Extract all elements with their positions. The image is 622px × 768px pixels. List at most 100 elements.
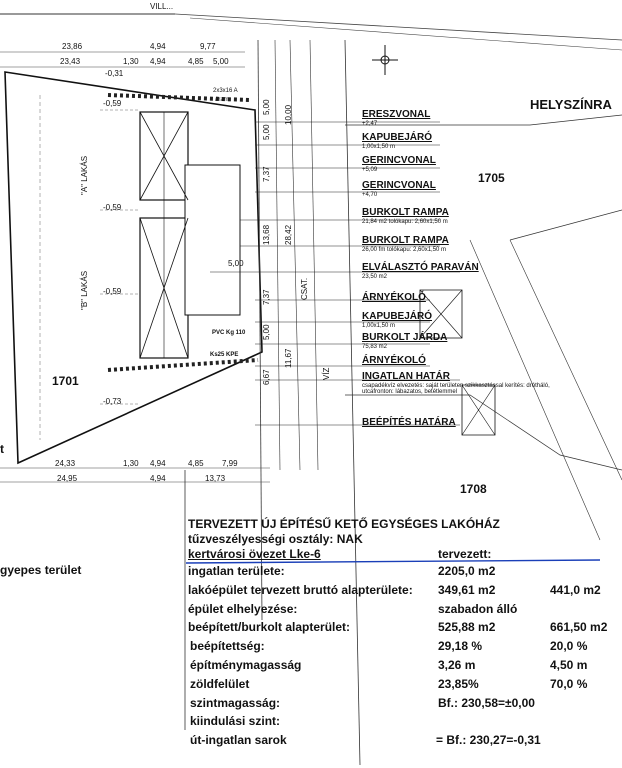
legend-item: GERINCVONAL+5,09 <box>362 155 552 174</box>
legend-title: BURKOLT RAMPA <box>362 235 449 246</box>
table-row-value: szabadon álló <box>438 602 518 616</box>
dim-bot-4: 4,85 <box>188 459 204 468</box>
table-row-label: út-ingatlan sarok <box>190 733 287 747</box>
dim-top-1: 23,86 <box>62 42 83 51</box>
legend-item: GERINCVONAL+4,70 <box>362 180 552 199</box>
table-row-value-max: 661,50 m2 <box>550 620 608 634</box>
col-header: tervezett: <box>438 547 492 561</box>
table-row-value: 2205,0 m2 <box>438 564 496 578</box>
table-row-value-max: 4,50 m <box>550 658 588 672</box>
table-row-label: ingatlan területe: <box>188 564 285 578</box>
dim-bot-3: 4,94 <box>150 459 166 468</box>
a-lakas-label: "A" LAKÁS <box>80 155 89 195</box>
dim-bot-2: 1,30 <box>123 459 139 468</box>
legend-sub: +4,70 <box>362 192 378 198</box>
vdim-1: 5,00 <box>262 99 271 115</box>
vdim-9: 11,67 <box>284 348 293 368</box>
table-row-label: beépítettség: <box>190 639 265 653</box>
level-3: -0,59 <box>103 203 122 212</box>
legend-title: GERINCVONAL <box>362 155 436 166</box>
legend-title: BURKOLT RAMPA <box>362 207 449 218</box>
legend-sub: +5,09 <box>362 167 378 173</box>
dim-top-4: 23,43 <box>60 57 81 66</box>
level-5: -0,73 <box>103 397 122 406</box>
legend-title: ELVÁLASZTÓ PARAVÁN <box>362 262 479 273</box>
vdim-4: 7,37 <box>262 166 271 182</box>
legend-title: GERINCVONAL <box>362 180 436 191</box>
kpe-label: Ks25 KPE <box>210 352 239 358</box>
parcel-1705: 1705 <box>478 171 505 185</box>
dim-top-5: 1,30 <box>123 57 139 66</box>
dim-bot-7: 4,94 <box>150 474 166 483</box>
level-2: -0,59 <box>103 99 122 108</box>
table-row-value: 525,88 m2 <box>438 620 496 634</box>
vdim-3: 10,00 <box>284 104 293 125</box>
parking-label: 2x3x16 A <box>213 88 238 94</box>
legend-item: BEÉPÍTÉS HATÁRA <box>362 418 456 428</box>
legend-sub: 1,00x1,50 m <box>362 144 396 150</box>
dim-five: 5,00 <box>228 259 244 268</box>
dim-top-8: 5,00 <box>213 57 229 66</box>
parking-sub: áram <box>215 97 229 103</box>
level-1: -0,31 <box>105 69 124 78</box>
legend-title: INGATLAN HATÁR <box>362 371 450 382</box>
table-title: TERVEZETT ÚJ ÉPÍTÉSŰ KETŐ EGYSÉGES LAKÓH… <box>188 517 500 531</box>
table-row-value-max: 70,0 % <box>550 677 588 691</box>
vdim-6: 28,42 <box>284 224 293 245</box>
csat-label: CSAT. <box>300 277 309 300</box>
table-row-label: építménymagasság <box>190 658 302 672</box>
legend-sub: 23,50 m2 <box>362 274 388 280</box>
parcel-1701: 1701 <box>52 374 79 388</box>
dim-bot-5: 7,99 <box>222 459 238 468</box>
legend-item: ERESZVONAL+2,47 <box>362 110 552 128</box>
legend-sub: 1,00x1,50 m <box>362 323 396 329</box>
table-row-value-max: 441,0 m2 <box>550 583 601 597</box>
vdim-2: 5,00 <box>262 124 271 140</box>
legend-sub: 21,84 m2 tolókapu: 2,60x1,50 m <box>362 219 448 225</box>
table-row-value-max: 20,0 % <box>550 639 588 653</box>
legend-item: ÁRNYÉKOLÓ <box>362 356 426 366</box>
legend-title: BEÉPÍTÉS HATÁRA <box>362 417 456 428</box>
dim-bot-1: 24,33 <box>55 459 76 468</box>
legend-title: ÁRNYÉKOLÓ <box>362 292 426 303</box>
legend-title: KAPUBEJÁRÓ <box>362 311 433 322</box>
dim-top-3: 9,77 <box>200 42 216 51</box>
fire-class: tűzveszélyességi osztály: NAK <box>188 532 363 546</box>
legend-title: ÁRNYÉKOLÓ <box>362 355 426 366</box>
legend-title: KAPUBEJÁRÓ <box>362 132 433 143</box>
legend-title: BURKOLT JÁRDA <box>362 332 448 343</box>
legend-sub: 75,83 m2 <box>362 344 388 350</box>
table-row-value: 349,61 m2 <box>438 583 496 597</box>
table-row-value: = Bf.: 230,27=-0,31 <box>436 733 541 747</box>
table-row-label: zöldfelület <box>190 677 250 691</box>
table-row-value: 29,18 % <box>438 639 483 653</box>
legend-sub: csapadékvíz elvezetés: saját területen s… <box>362 383 550 395</box>
vdim-10: 6,67 <box>262 369 271 385</box>
vdim-8: 5,00 <box>262 324 271 340</box>
legend-sub: 26,00 fm tolókapu: 2,60x1,50 m <box>362 247 447 253</box>
dim-top-7: 4,85 <box>188 57 204 66</box>
vdim-7: 7,37 <box>262 289 271 305</box>
zone: kertvárosi övezet Lke-6 <box>188 547 321 561</box>
legend-item: ÁRNYÉKOLÓ <box>362 293 426 303</box>
pvc-label: PVC Kg 110 <box>212 330 246 336</box>
table-row-value: 3,26 m <box>438 658 476 672</box>
helyszin-title: HELYSZÍNRA <box>530 97 612 112</box>
b-lakas-label: "B" LAKÁS <box>80 270 89 310</box>
dim-top-6: 4,94 <box>150 57 166 66</box>
gyepes-terulet: gyepes terület <box>0 563 82 577</box>
table-row-label: épület elhelyezése: <box>188 602 298 616</box>
table-row-value: 23,85% <box>438 677 479 691</box>
legend-sub: +2,47 <box>362 121 378 127</box>
dim-top-2: 4,94 <box>150 42 166 51</box>
table-row-label: kiindulási szint: <box>190 714 281 728</box>
table-row-label: lakóépület tervezett bruttó alapterülete… <box>188 583 413 597</box>
